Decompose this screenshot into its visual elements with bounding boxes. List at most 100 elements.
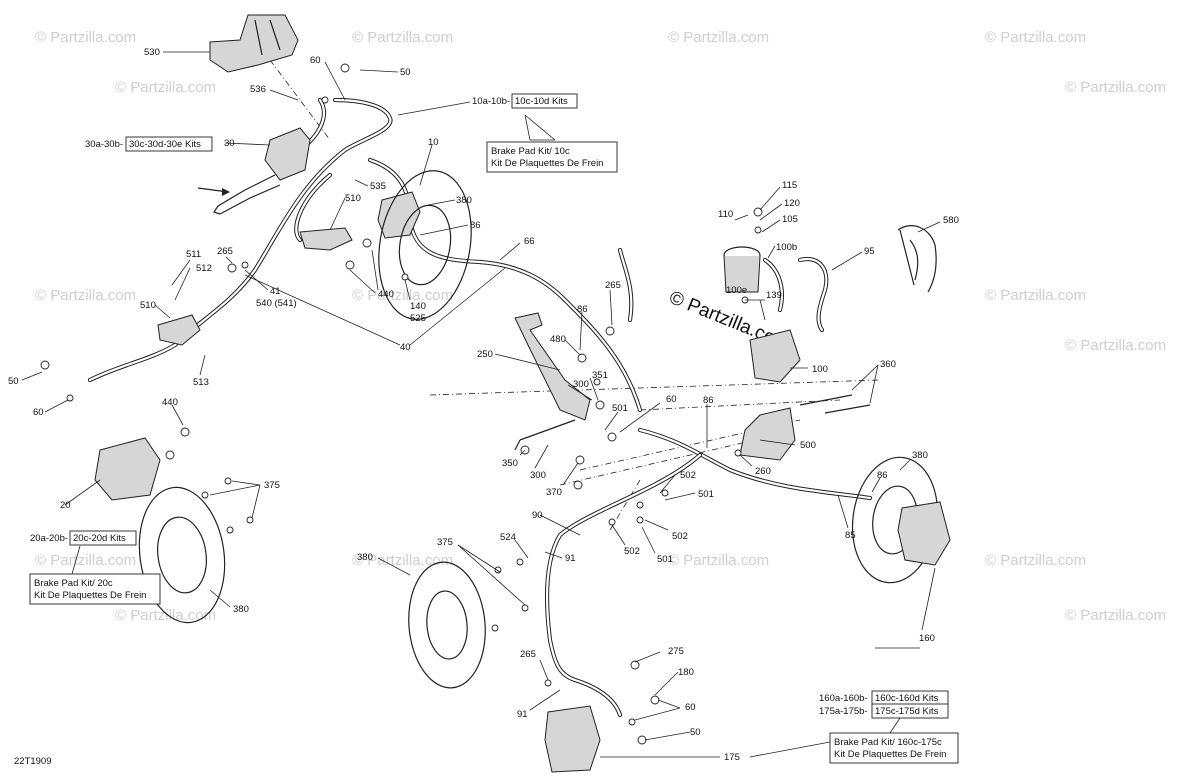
callout: 140	[410, 301, 426, 312]
kit-20-label: 20a-20b- 20c-20d Kits	[30, 530, 137, 546]
caliper-rear-right-icon	[897, 501, 951, 566]
kit-text: Kit De Plaquettes De Frein	[34, 590, 146, 601]
watermark: © Partzilla.com	[985, 287, 1086, 304]
callout-labels: 530 60 50 536 30 10 535 380 510 86 66 26…	[8, 47, 959, 763]
callout: 60	[33, 407, 44, 418]
callout: 380	[357, 552, 373, 563]
watermarks: © Partzilla.com © Partzilla.com © Partzi…	[35, 29, 1166, 624]
diagram-id: 22T1909	[14, 756, 52, 767]
components	[40, 14, 951, 773]
bolts	[40, 63, 763, 745]
kit-text: 30a-30b-	[85, 139, 123, 150]
switch-510b-icon	[157, 314, 201, 346]
callout: 375	[264, 480, 280, 491]
callout: 440	[162, 397, 178, 408]
callout: 265	[217, 246, 233, 257]
kit-text: 10c-10d Kits	[515, 96, 568, 107]
kit-text: 10a-10b-	[472, 96, 510, 107]
kit-text: Kit De Plaquettes De Frein	[491, 158, 603, 169]
callout: 100	[812, 364, 828, 375]
callout: 380	[912, 450, 928, 461]
kit-text: 175c-175d Kits	[875, 706, 939, 717]
callout: 100b	[776, 242, 797, 253]
kit-text: 175a-175b-	[819, 706, 868, 717]
callout: 10	[428, 137, 439, 148]
watermark: © Partzilla.com	[115, 607, 216, 624]
callout: 525	[410, 313, 426, 324]
callout: 510	[345, 193, 361, 204]
callout: 120	[784, 198, 800, 209]
callout: 50	[400, 67, 411, 78]
watermark: © Partzilla.com	[352, 29, 453, 46]
callout: 350	[502, 458, 518, 469]
callout: 91	[565, 553, 576, 564]
callout: 530	[144, 47, 160, 58]
callout: 90	[532, 510, 543, 521]
callout: 66	[524, 236, 535, 247]
callout: 60	[666, 394, 677, 405]
callout: 501	[612, 403, 628, 414]
callout: 110	[718, 209, 733, 220]
callout: 510	[140, 300, 156, 311]
kit-160-pad-box: Brake Pad Kit/ 160c-175c Kit De Plaquett…	[829, 732, 959, 764]
callout: 351	[592, 370, 608, 381]
callout: 30	[224, 138, 235, 149]
kit-text: 20c-20d Kits	[73, 533, 126, 544]
callout: 360	[880, 359, 896, 370]
callout: 260	[755, 466, 771, 477]
kit-text: 160c-160d Kits	[875, 693, 939, 704]
watermark: © Partzilla.com	[1065, 607, 1166, 624]
callout: 265	[520, 649, 536, 660]
callout: 501	[698, 489, 714, 500]
watermark: © Partzilla.com	[35, 29, 136, 46]
caliper-front-right-icon	[377, 191, 421, 239]
watermark: © Partzilla.com	[1065, 337, 1166, 354]
bracket-500-icon	[739, 407, 796, 461]
kit-text: 160a-160b-	[819, 693, 868, 704]
caliper-front-left-icon	[94, 437, 161, 501]
callout: 536	[250, 84, 266, 95]
callout: 480	[550, 334, 566, 345]
callout: 375	[437, 537, 453, 548]
kit-160-label: 160a-160b- 160c-160d Kits	[819, 690, 949, 706]
callout: 86	[877, 470, 888, 481]
callout: 502	[680, 470, 696, 481]
callout: 160	[919, 633, 935, 644]
watermark: © Partzilla.com	[668, 29, 769, 46]
callout: 580	[943, 215, 959, 226]
callout: 86	[703, 395, 714, 406]
switch-510-icon	[299, 227, 353, 251]
callout: 60	[685, 702, 696, 713]
watermark: © Partzilla.com	[115, 79, 216, 96]
leader-lines	[21, 51, 941, 758]
callout: 85	[845, 530, 856, 541]
brake-pedal-250-icon	[514, 312, 591, 421]
callout: 370	[546, 487, 562, 498]
watermark: © Partzilla.com	[1065, 79, 1166, 96]
callout: 501	[657, 554, 673, 565]
kit-text: Brake Pad Kit/ 10c	[491, 146, 570, 157]
kit-text: Brake Pad Kit/ 20c	[34, 578, 113, 589]
tube-580-icon	[897, 225, 937, 293]
callout: 540 (541)	[256, 298, 297, 309]
master-cylinder-30-icon	[264, 127, 311, 181]
caliper-rear-left-icon	[544, 705, 601, 773]
kit-30-label: 30a-30b- 30c-30d-30e Kits	[85, 136, 213, 152]
bracket-530-icon	[209, 14, 299, 73]
kit-text: Brake Pad Kit/ 160c-175c	[834, 737, 942, 748]
watermark: © Partzilla.com	[35, 287, 136, 304]
callout: 86	[577, 304, 588, 315]
callout: 41	[270, 286, 281, 297]
watermark: © Partzilla.com	[352, 287, 453, 304]
kit-175-label: 175a-175b- 175c-175d Kits	[819, 703, 949, 719]
watermark: © Partzilla.com	[985, 552, 1086, 569]
brake-disc-rear-left-icon	[408, 561, 486, 689]
watermark: © Partzilla.com	[668, 552, 769, 569]
callout: 105	[782, 214, 798, 225]
kit-10-label: 10a-10b- 10c-10d Kits	[472, 93, 578, 109]
kit-text: 20a-20b-	[30, 533, 68, 544]
callout: 95	[864, 246, 875, 257]
callout: 511	[186, 249, 201, 260]
callout: 100e	[726, 285, 747, 296]
